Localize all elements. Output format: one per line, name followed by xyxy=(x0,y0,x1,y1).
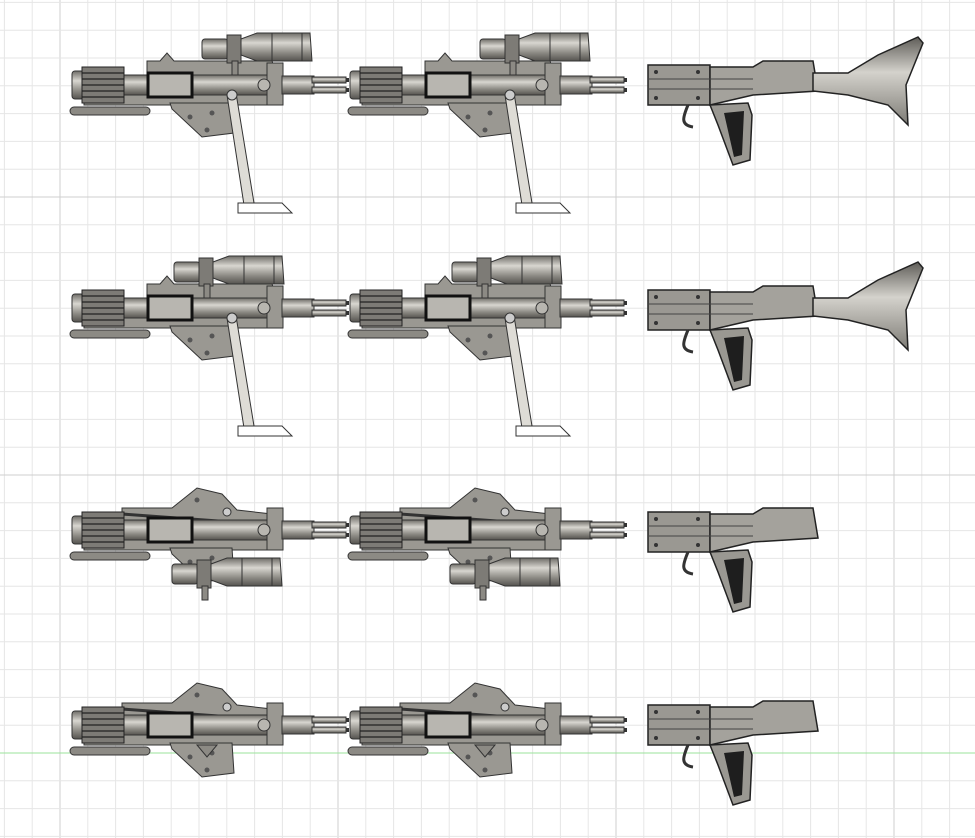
stock-model[interactable] xyxy=(648,262,923,390)
rifle-model[interactable] xyxy=(348,33,627,213)
model-row-1 xyxy=(70,33,923,213)
rifle-model[interactable] xyxy=(70,33,349,213)
rifle-model[interactable] xyxy=(70,488,349,600)
rifle-model[interactable] xyxy=(348,488,627,600)
model-row-3 xyxy=(70,488,820,614)
model-row-4 xyxy=(70,683,820,807)
stock-model[interactable] xyxy=(648,37,923,165)
model-row-2 xyxy=(68,255,923,437)
stock-model[interactable] xyxy=(646,506,820,614)
